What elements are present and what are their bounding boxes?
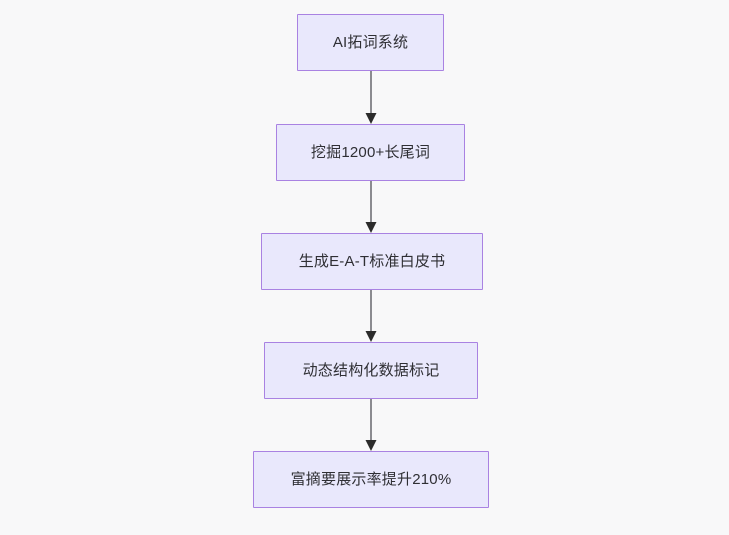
flowchart-node-3-label: 生成E-A-T标准白皮书 xyxy=(298,253,446,270)
flowchart-node-1-label: AI拓词系统 xyxy=(332,34,409,51)
flowchart-node-5-label: 富摘要展示率提升210% xyxy=(290,471,452,488)
flowchart-node-3[interactable]: 生成E-A-T标准白皮书 xyxy=(261,233,483,290)
connector-n1-n2 xyxy=(365,71,377,124)
flowchart-node-2[interactable]: 挖掘1200+长尾词 xyxy=(276,124,465,181)
flowchart-node-1[interactable]: AI拓词系统 xyxy=(297,14,444,71)
connector-n4-n5 xyxy=(365,399,377,451)
flowchart-node-4[interactable]: 动态结构化数据标记 xyxy=(264,342,478,399)
connector-n3-n4 xyxy=(365,290,377,342)
connector-n2-n3 xyxy=(365,181,377,233)
flowchart-node-5[interactable]: 富摘要展示率提升210% xyxy=(253,451,489,508)
flowchart-node-4-label: 动态结构化数据标记 xyxy=(302,362,440,379)
flowchart-node-2-label: 挖掘1200+长尾词 xyxy=(310,144,431,161)
